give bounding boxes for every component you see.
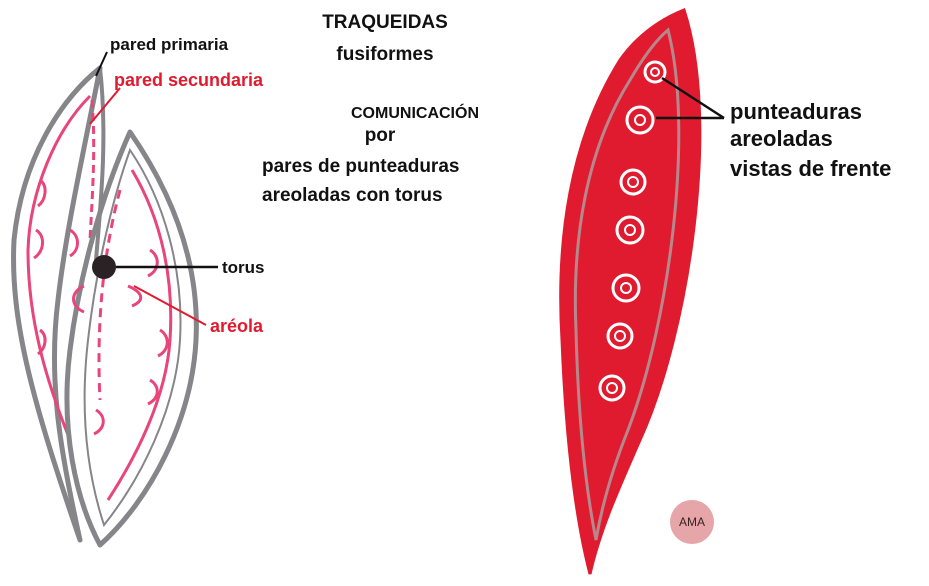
label-pared-primaria: pared primaria [110,35,229,54]
author-badge: AMA [670,500,714,544]
label-punteaduras-line-1: punteaduras [730,99,863,124]
left-tracheid-front [64,129,199,548]
torus-marker [92,255,116,279]
title: TRAQUEIDAS [322,12,448,33]
communication-line-4: areoladas con torus [262,185,443,206]
leader-lines-right [656,76,725,120]
communication-line-2: por [364,125,396,146]
subtitle: fusiformes [336,44,434,65]
label-punteaduras-line-3: vistas de frente [730,156,892,181]
communication-line-3: pares de punteaduras [262,156,460,177]
pit-circles [598,60,667,402]
label-punteaduras-line-2: areoladas [730,126,833,151]
communication-line-1: COMUNICACIÓN [351,105,479,122]
label-areola: aréola [210,316,264,336]
label-torus: torus [222,258,265,277]
left-tracheid-back [11,65,106,543]
label-pared-secundaria: pared secundaria [114,70,264,90]
leader-lines-left [89,51,218,326]
